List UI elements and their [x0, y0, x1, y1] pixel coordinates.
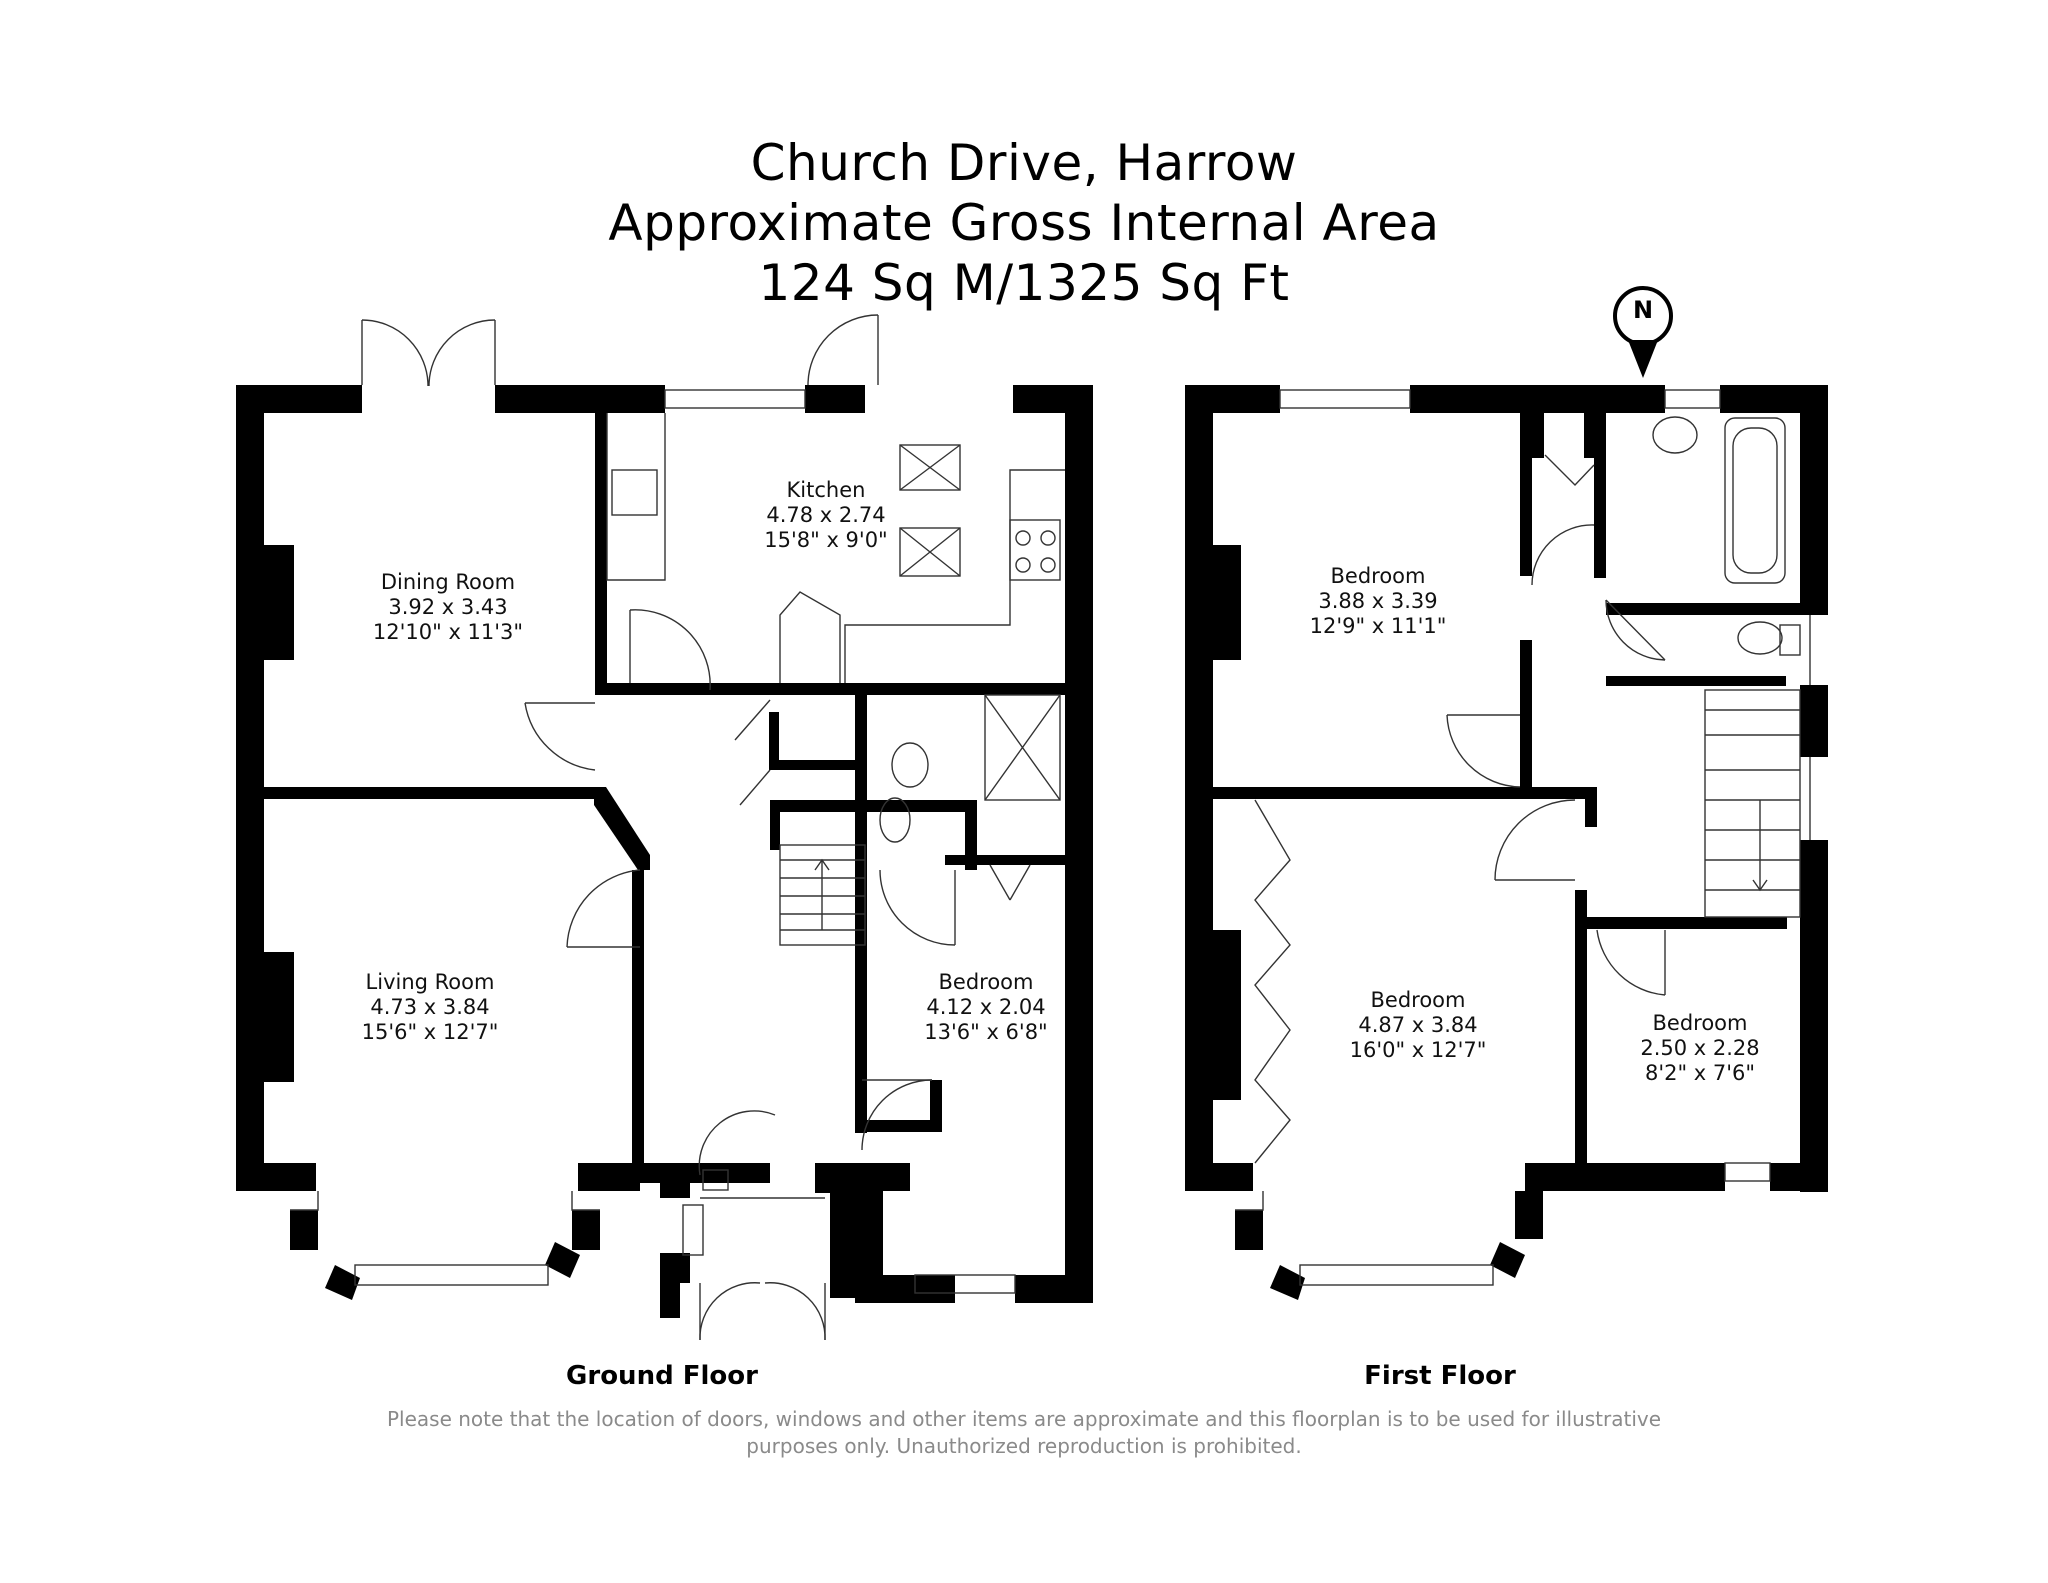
first-bedroom-2-name: Bedroom: [1371, 988, 1466, 1012]
ground-bedroom-metric: 4.12 x 2.04: [926, 995, 1045, 1019]
first-bedroom-3-imperial: 8'2" x 7'6": [1645, 1061, 1755, 1085]
kitchen-metric: 4.78 x 2.74: [766, 503, 885, 527]
first-floor-label: First Floor: [1364, 1361, 1516, 1391]
first-bedroom-1-name: Bedroom: [1331, 564, 1426, 588]
living-room-name: Living Room: [366, 970, 495, 994]
first-bedroom-3-metric: 2.50 x 2.28: [1640, 1036, 1759, 1060]
first-bedroom-1-metric: 3.88 x 3.39: [1318, 589, 1437, 613]
first-floor-walls: [1185, 385, 1828, 1300]
kitchen-name: Kitchen: [787, 478, 866, 502]
ground-floor-inner-walls: [264, 413, 1065, 1165]
title-address: Church Drive, Harrow: [750, 134, 1298, 192]
ground-floor-plan: Dining Room 3.92 x 3.43 12'10" x 11'3" K…: [236, 314, 1093, 1341]
kitchen-imperial: 15'8" x 9'0": [764, 528, 887, 552]
living-room-metric: 4.73 x 3.84: [370, 995, 489, 1019]
ground-bedroom-imperial: 13'6" x 6'8": [924, 1020, 1047, 1044]
ground-bedroom-name: Bedroom: [939, 970, 1034, 994]
first-bedroom-3-name: Bedroom: [1653, 1011, 1748, 1035]
first-bedroom-2-imperial: 16'0" x 12'7": [1350, 1038, 1487, 1062]
north-compass-icon: [1613, 286, 1673, 378]
first-floor-plan: Bedroom 3.88 x 3.39 12'9" x 11'1" Bedroo…: [1185, 385, 1828, 1300]
disclaimer-line-1: Please note that the location of doors, …: [386, 1407, 1662, 1431]
dining-room-name: Dining Room: [381, 570, 515, 594]
living-room-imperial: 15'6" x 12'7": [362, 1020, 499, 1044]
disclaimer-line-2: purposes only. Unauthorized reproduction…: [746, 1434, 1302, 1458]
ground-floor-fixtures: [290, 314, 1065, 1341]
first-bedroom-2-metric: 4.87 x 3.84: [1358, 1013, 1477, 1037]
first-bedroom-1-imperial: 12'9" x 11'1": [1310, 614, 1447, 638]
ground-floor-label: Ground Floor: [566, 1361, 758, 1391]
dining-room-imperial: 12'10" x 11'3": [373, 620, 523, 644]
title-area-value: 124 Sq M/1325 Sq Ft: [758, 254, 1290, 312]
dining-room-metric: 3.92 x 3.43: [388, 595, 507, 619]
title-area-heading: Approximate Gross Internal Area: [608, 194, 1440, 252]
first-floor-inner-walls: [1213, 413, 1800, 1163]
first-floor-fixtures: [1235, 389, 1811, 1286]
compass-label: N: [1632, 296, 1654, 324]
ground-floor-walls: [236, 385, 1093, 1318]
